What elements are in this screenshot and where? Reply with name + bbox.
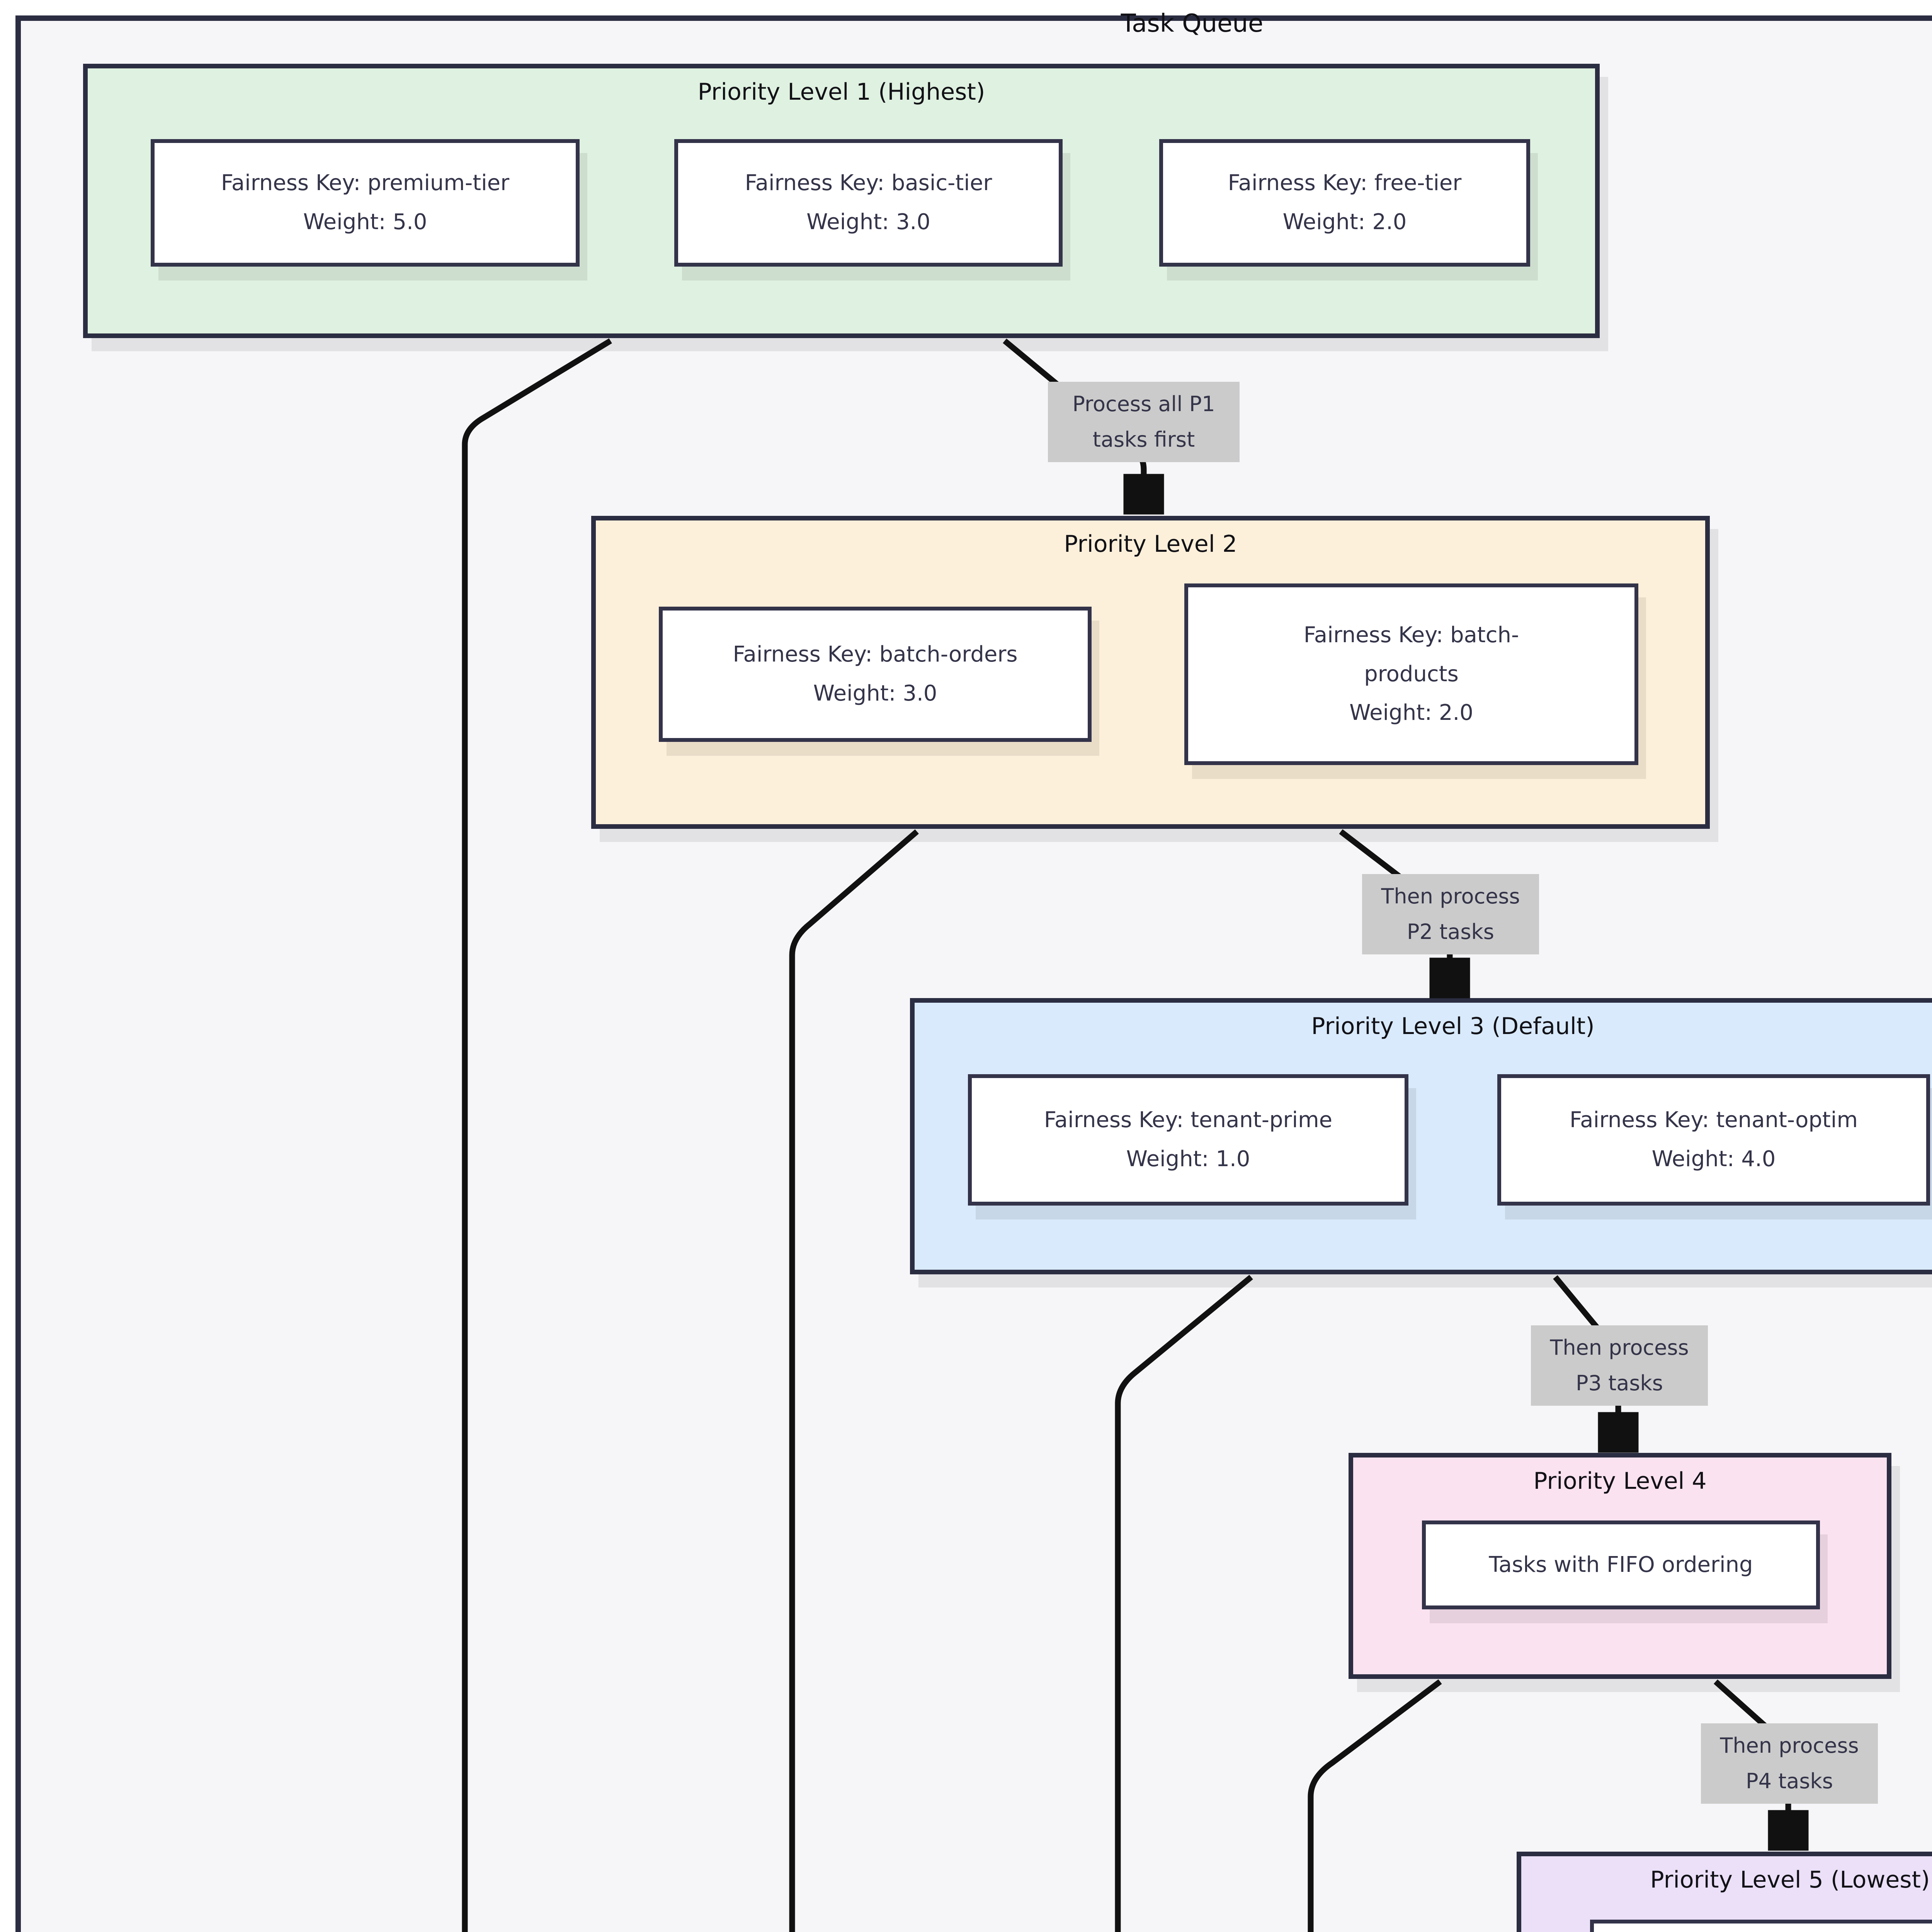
- task-queue-title: Task Queue: [1121, 9, 1264, 38]
- cluster-priority-level-3-title: Priority Level 3 (Default): [1311, 1013, 1595, 1040]
- cluster-priority-level-2: Priority Level 2 Fairness Key: batch-ord…: [591, 516, 1710, 829]
- cluster-priority-level-5-title: Priority Level 5 (Lowest): [1650, 1866, 1930, 1893]
- cluster-priority-level-4-title: Priority Level 4: [1533, 1468, 1707, 1495]
- cluster-priority-level-1-title: Priority Level 1 (Highest): [697, 78, 985, 105]
- cluster-priority-level-1: Priority Level 1 (Highest) Fairness Key:…: [83, 64, 1600, 338]
- cluster-priority-level-4: Priority Level 4 Tasks with FIFO orderin…: [1349, 1453, 1891, 1679]
- node-p4-fifo-tasks: Tasks with FIFO ordering: [1422, 1520, 1820, 1609]
- cluster-priority-level-3: Priority Level 3 (Default) Fairness Key:…: [910, 998, 1932, 1274]
- cluster-priority-level-2-title: Priority Level 2: [1064, 531, 1237, 558]
- node-p5-fifo-tasks: Tasks with FIFO ordering: [1590, 1920, 1932, 1932]
- cluster-priority-level-5: Priority Level 5 (Lowest) Tasks with FIF…: [1517, 1852, 1932, 1932]
